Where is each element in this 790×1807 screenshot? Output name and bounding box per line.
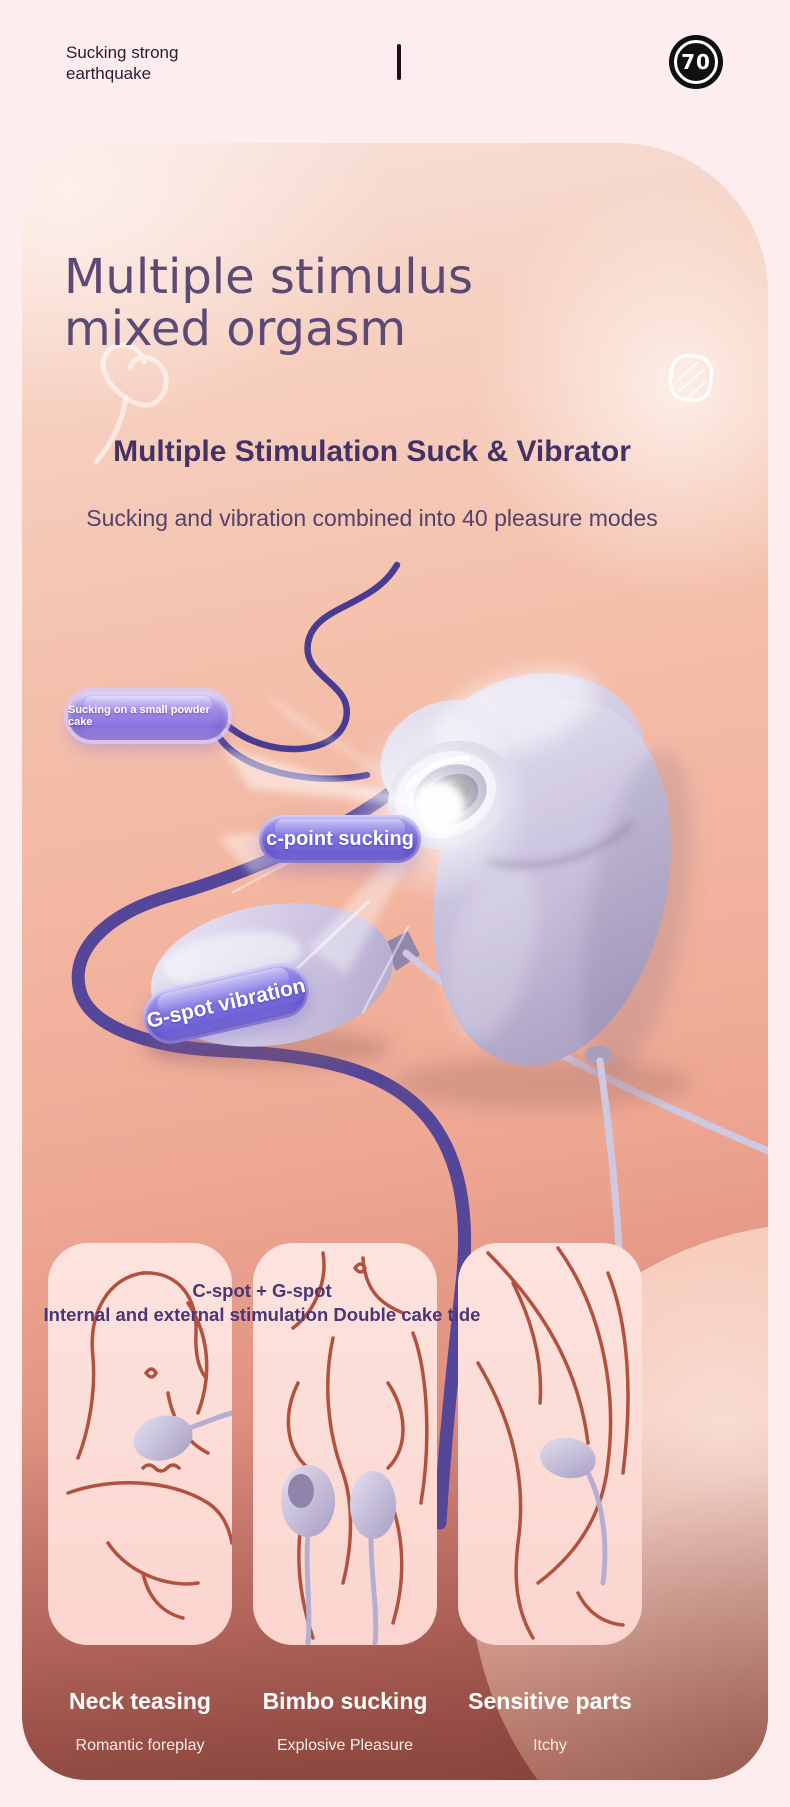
- feature-card-neck: [48, 1243, 232, 1645]
- badge-ring: [674, 40, 718, 84]
- hatched-squircle-icon: [668, 353, 714, 403]
- caption-subtitle: Itchy: [533, 1737, 567, 1754]
- suck-badge-label: Sucking on a small powder cake: [68, 704, 210, 728]
- feature-card-bimbo: [253, 1243, 437, 1645]
- hero-title: Multiple stimulus mixed orgasm: [64, 251, 473, 355]
- feature-cards: [48, 1243, 642, 1645]
- summary-text: C-spot + G-spot Internal and external st…: [22, 1279, 502, 1327]
- caption-bimbo: Bimbo sucking Explosive Pleasure: [253, 1688, 437, 1755]
- caption-title: Neck teasing: [69, 1688, 211, 1714]
- header-title-line1: Sucking strong: [66, 43, 179, 62]
- c-point-pill: c-point sucking: [259, 815, 421, 863]
- suck-badge-pill: Sucking on a small powder cake: [68, 692, 228, 740]
- summary-line2: Internal and external stimulation Double…: [43, 1304, 481, 1325]
- caption-neck: Neck teasing Romantic foreplay: [48, 1688, 232, 1755]
- product-illustration: [71, 561, 768, 1530]
- bimbo-sucking-illustration: [281, 1251, 429, 1645]
- caption-title: Sensitive parts: [468, 1688, 632, 1714]
- heart-scribble-icon: [93, 342, 169, 465]
- hero-title-line2: mixed orgasm: [64, 301, 407, 357]
- neck-teasing-illustration: [66, 1271, 232, 1620]
- hero-subheading: Sucking and vibration combined into 40 p…: [86, 505, 658, 531]
- hero-heading: Multiple Stimulation Suck & Vibrator: [113, 435, 631, 468]
- badge-number: 70: [681, 50, 711, 74]
- caption-title: Bimbo sucking: [262, 1688, 428, 1714]
- caption-subtitle: Explosive Pleasure: [276, 1737, 414, 1754]
- feature-card-sensitive: [458, 1243, 642, 1645]
- hero-title-line1: Multiple stimulus: [64, 249, 474, 305]
- header-title: Sucking strong earthquake: [66, 42, 178, 84]
- caption-subtitle: Romantic foreplay: [75, 1737, 205, 1754]
- header-title-line2: earthquake: [66, 64, 152, 83]
- sensitive-parts-illustration: [476, 1246, 630, 1640]
- caption-sensitive: Sensitive parts Itchy: [458, 1688, 642, 1755]
- header-cursor-bar: [397, 44, 401, 80]
- brand-badge-70-icon: 70: [669, 35, 723, 89]
- promo-card: Multiple stimulus mixed orgasm Multiple …: [22, 143, 768, 1780]
- c-point-label: c-point sucking: [266, 827, 414, 850]
- feature-captions: Neck teasing Romantic foreplay Bimbo suc…: [48, 1688, 642, 1755]
- summary-line1: C-spot + G-spot: [192, 1280, 332, 1301]
